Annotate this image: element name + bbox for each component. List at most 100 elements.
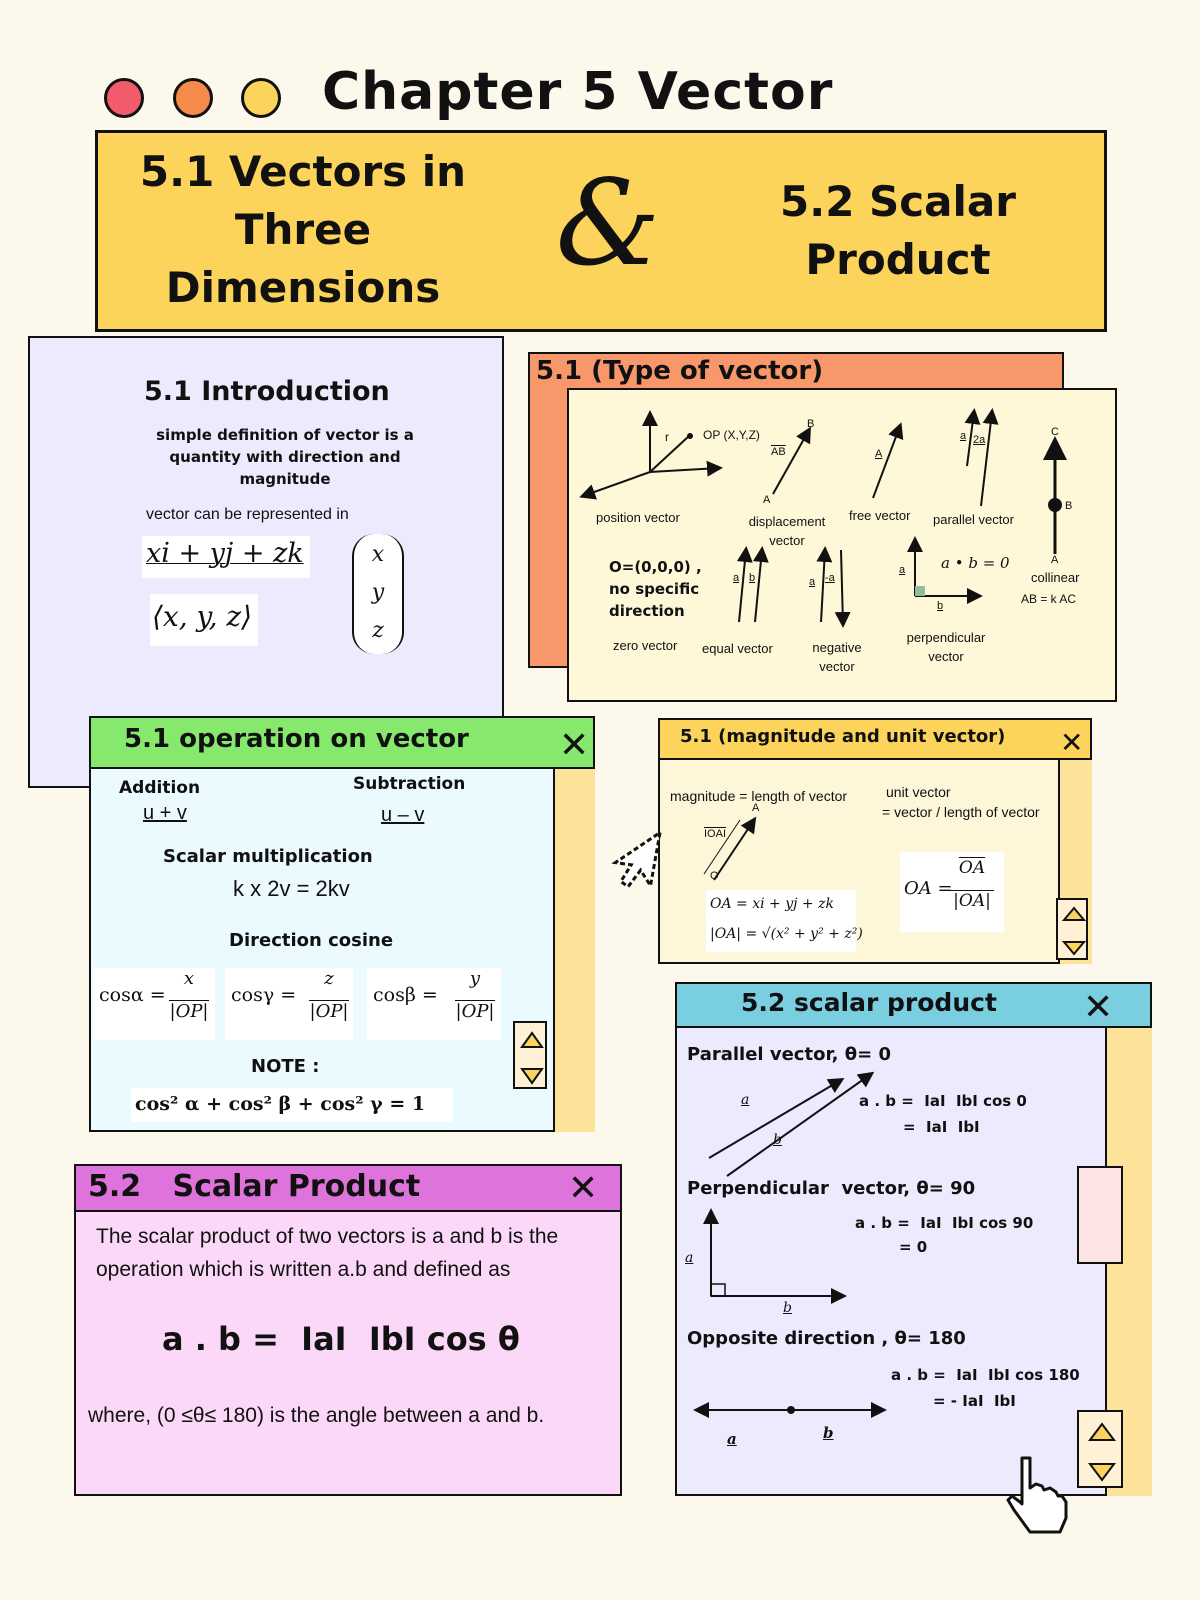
parallel-2a-label: 2a [973, 434, 986, 446]
disp-b-label: B [807, 418, 815, 430]
free-arrow [872, 422, 904, 499]
cosine-identity: cos² α + cos² β + cos² γ = 1 [131, 1088, 453, 1122]
perpendicular-vector-label: perpendicular vector [906, 630, 986, 664]
cos-beta-den: |OP| [455, 1000, 495, 1022]
cos-alpha-lhs: cosα = [99, 984, 166, 1006]
operation-header: 5.1 operation on vector ✕ [91, 718, 593, 769]
scrollbar-thumb[interactable] [1077, 1166, 1123, 1264]
column-z: z [372, 618, 384, 643]
magnitude-scrollbar[interactable] [1056, 760, 1092, 964]
scroll-up-down-icon[interactable] [1079, 1412, 1125, 1490]
column-x: x [371, 542, 385, 567]
perp-formula: a • b = 0 [941, 554, 1010, 572]
operation-title: 5.1 operation on vector [124, 724, 469, 754]
page-title: Chapter 5 Vector [322, 62, 834, 122]
displacement-vector-label: displacement vector [748, 514, 826, 548]
window-dot-yellow [241, 78, 281, 118]
unit-vector-title: unit vector [886, 784, 951, 800]
close-icon[interactable]: ✕ [1060, 726, 1084, 759]
scalar-title: 5.2 scalar product [741, 988, 997, 1017]
opposite-case-formula1: a . b = IaI IbI cos 180 [891, 1366, 1080, 1384]
point-p [687, 433, 693, 439]
opposite-b-label: b [823, 1424, 834, 1442]
banner-ampersand: & [555, 154, 661, 292]
oa-arrow-graphic [703, 816, 757, 881]
unit-num: OA [958, 858, 986, 878]
scalar-def-formula: a . b = IaI IbI cos θ [162, 1320, 520, 1358]
scalar-def-title: 5.2 Scalar Product [88, 1169, 421, 1204]
scroll-arrows[interactable] [513, 1021, 547, 1089]
scalar-window: 5.2 scalar product ✕ Parallel vector, θ=… [675, 982, 1152, 1496]
parallel-b-label: b [773, 1132, 782, 1148]
scroll-arrows[interactable] [1056, 898, 1088, 960]
banner-left-title: 5.1 Vectors in Three Dimensions [139, 147, 467, 312]
perpendicular-case-formula1: a . b = IaI IbI cos 90 [855, 1214, 1034, 1232]
close-icon[interactable]: ✕ [559, 725, 590, 766]
cos-beta-formula: cosβ = y |OP| [367, 968, 501, 1040]
collinear-label: collinear [1031, 570, 1080, 585]
scalar-def-where: where, (0 ≤θ≤ 180) is the angle between … [88, 1404, 545, 1427]
opposite-case-graphic [693, 1402, 887, 1418]
collinear-a-label: A [1051, 554, 1059, 566]
oa-component-formula: OA = xi + yj + zk [706, 890, 856, 920]
unit-den: |OA| [950, 890, 994, 911]
collinear-b-label: B [1065, 500, 1073, 512]
negative-arrow-minus-a [834, 549, 851, 628]
formula-angle-brackets: ⟨x, y, z⟩ [150, 594, 258, 646]
perpendicular-case-title: Perpendicular vector, θ= 90 [687, 1178, 976, 1199]
opposite-case-formula2: = - IaI IbI [933, 1392, 1016, 1410]
parallel-vector-label: parallel vector [933, 512, 1014, 527]
zero-vector-label: zero vector [613, 638, 678, 653]
r-label: r [665, 430, 669, 444]
parallel-case-graphic [708, 1071, 875, 1177]
subtraction-label: Subtraction [353, 774, 466, 794]
addition-expr: u + v [143, 802, 187, 824]
equal-arrow-a [736, 546, 753, 623]
magnitude-definition: magnitude = length of vector [670, 788, 848, 804]
scroll-arrows[interactable] [1077, 1410, 1123, 1488]
formula-ijk: xi + yj + zk [142, 536, 310, 578]
close-icon[interactable]: ✕ [568, 1168, 599, 1209]
zero-definition: O=(0,0,0) , no specific direction [609, 558, 702, 620]
scalar-mult-expr: k x 2v = 2kv [233, 876, 350, 901]
perp-a-label: a [685, 1250, 694, 1266]
operation-scrollbar[interactable] [513, 769, 595, 1132]
unit-vector-formula: OA = OA |OA| [900, 852, 1004, 932]
collinear-point-b [1048, 498, 1062, 512]
free-vector-label: free vector [849, 508, 911, 523]
negative-vector-label: negative vector [812, 640, 862, 674]
ioa-label: IOAI [704, 828, 727, 840]
intro-definition: simple definition of vector is a quantit… [156, 426, 414, 488]
parallel-case-title: Parallel vector, θ= 0 [687, 1044, 892, 1065]
scroll-up-down-icon[interactable] [515, 1023, 549, 1091]
scroll-up-down-icon[interactable] [1058, 900, 1090, 962]
perp-b-label: b [783, 1300, 792, 1316]
negative-minus-a-label: -a [825, 572, 835, 584]
intro-represented: vector can be represented in [146, 506, 349, 523]
magnitude-header: 5.1 (magnitude and unit vector) ✕ [660, 720, 1090, 760]
perpendicular-case-graphic [703, 1208, 847, 1304]
opposite-a-label: a [727, 1430, 737, 1448]
oa-magnitude-formula: |OA| = √(x² + y² + z²) [706, 920, 863, 952]
cos-alpha-den: |OP| [169, 1000, 209, 1022]
negative-a-label: a [809, 576, 816, 588]
banner-right-title: 5.2 Scalar Product [780, 177, 1016, 284]
magnitude-a-label: A [752, 802, 760, 814]
perp-a-label: a [899, 564, 906, 576]
disp-a-label: A [763, 494, 771, 506]
cos-beta-num: y [469, 968, 481, 989]
close-icon[interactable]: ✕ [1083, 987, 1114, 1028]
equal-vector-label: equal vector [702, 641, 773, 656]
parallel-a-label: a [960, 430, 967, 442]
scalar-scrollbar[interactable] [1077, 1028, 1152, 1496]
column-y: y [371, 580, 385, 605]
parallel-a-label: a [741, 1092, 750, 1108]
cos-alpha-formula: cosα = x |OP| [93, 968, 215, 1040]
op-label: OP (X,Y,Z) [703, 428, 760, 442]
equal-b-label: b [749, 572, 756, 584]
parallel-arrow-a [964, 408, 981, 467]
window-dot-red [104, 78, 144, 118]
magnitude-window: 5.1 (magnitude and unit vector) ✕ magnit… [658, 718, 1092, 964]
negative-arrow-a [816, 546, 833, 623]
right-angle-mark [915, 586, 925, 596]
